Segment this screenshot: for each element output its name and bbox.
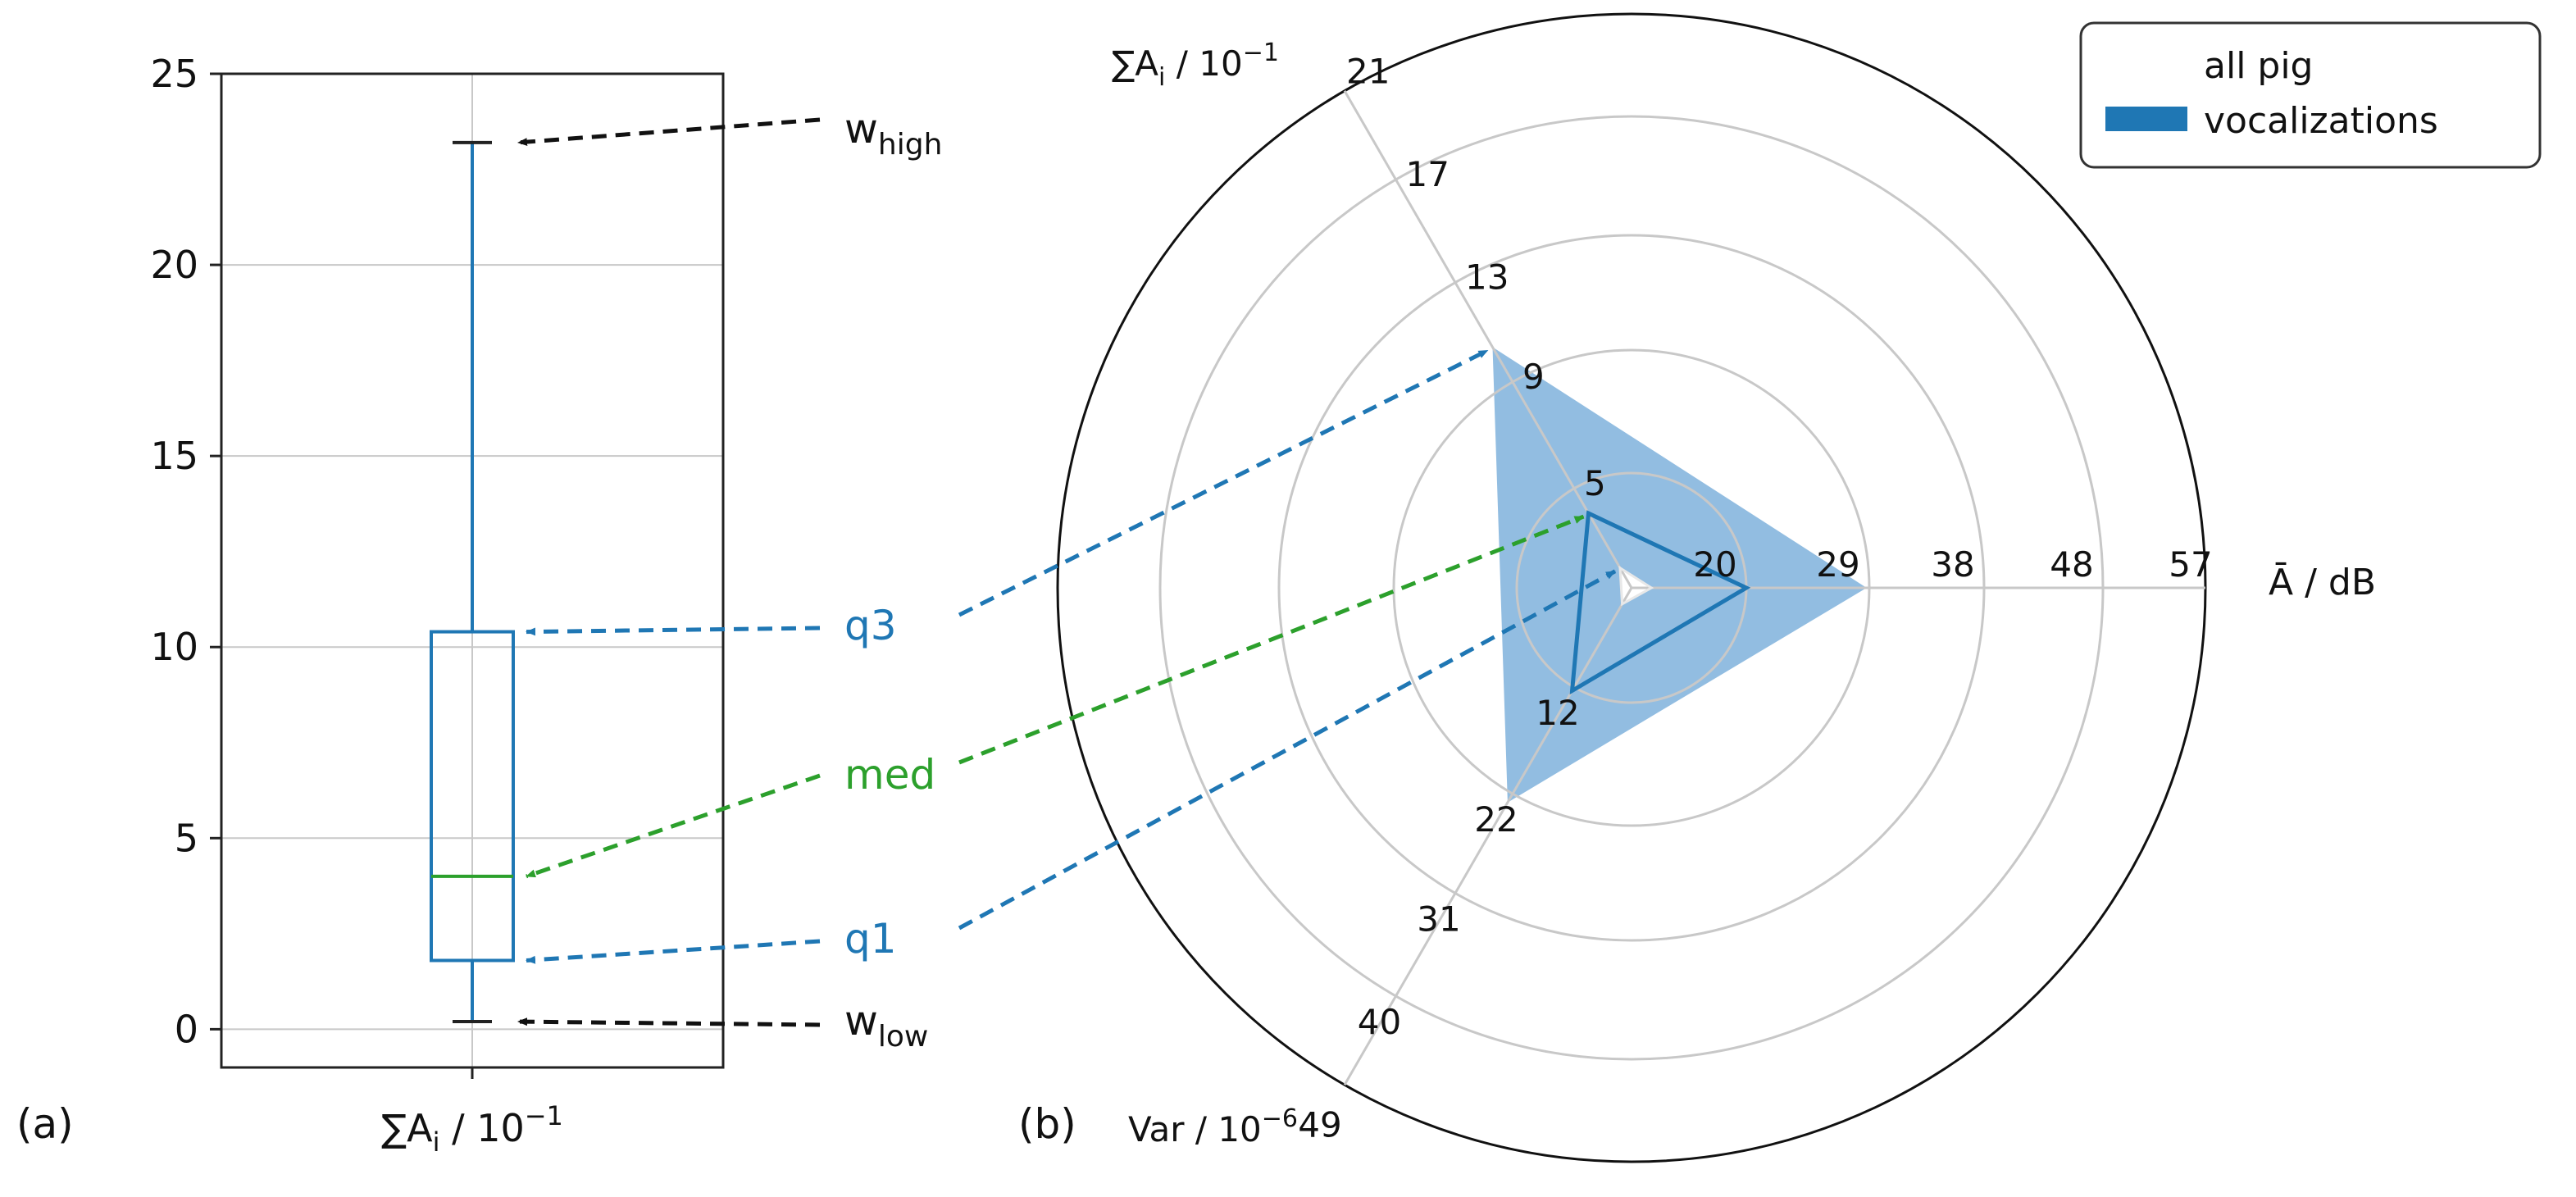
radar-tick-label-var: 22 xyxy=(1474,799,1518,840)
annotation-arrow-w_low xyxy=(517,1017,821,1027)
annotation-arrow-w_high xyxy=(517,117,821,147)
radar-median-line xyxy=(1569,510,1751,695)
legend-label-line2: vocalizations xyxy=(2204,100,2438,142)
legend-label-line1: all pig xyxy=(2204,45,2313,87)
panel-label-a: (a) xyxy=(16,1100,74,1148)
radar-legend: all pig vocalizations xyxy=(2079,21,2542,169)
y-tick-label: 20 xyxy=(150,243,198,287)
q1-polygon xyxy=(1618,565,1654,607)
y-tick-label: 10 xyxy=(150,625,198,669)
radar-tick-label-a_db: 20 xyxy=(1693,544,1736,585)
radar-spoke-sum_a xyxy=(1343,90,1633,589)
radar-tick-label-var: 12 xyxy=(1536,693,1579,733)
legend-frame xyxy=(2079,21,2542,169)
box-plot-marks xyxy=(430,140,515,1024)
radar-axis-label-var: Var / 10−6 xyxy=(1128,1104,1298,1149)
box-plot-annotations: whigh q3 med q1 wlow xyxy=(517,105,942,1054)
y-tick-label: 0 xyxy=(175,1007,198,1051)
median-polygon xyxy=(1569,510,1751,695)
iqr-band xyxy=(1492,347,1867,803)
annotation-arrow-q1 xyxy=(526,939,821,964)
radar-tick-label-a_db: 29 xyxy=(1816,544,1859,585)
radar-tick-label-a_db: 38 xyxy=(1931,544,1974,585)
radar-tick-label-var: 40 xyxy=(1358,1002,1401,1042)
radar-tick-labels: 5 9 13 17 21 20 29 38 48 57 12 22 31 40 49 xyxy=(1298,51,2212,1145)
annotation-arrow-med xyxy=(526,773,821,879)
radar-tick-label-sum_a: 9 xyxy=(1522,357,1545,397)
radar-tick-label-a_db: 57 xyxy=(2169,544,2212,585)
radar-iqr-band xyxy=(1492,347,1867,803)
cross-panel-arrows xyxy=(958,348,1617,931)
y-tick-label: 5 xyxy=(175,816,198,860)
cross-arrow-median xyxy=(958,514,1585,765)
radar-grid xyxy=(1056,12,2207,1163)
annotation-label-q3: q3 xyxy=(844,602,897,649)
radar-tick-label-a_db: 48 xyxy=(2050,544,2093,585)
y-tick-label: 15 xyxy=(150,434,198,478)
legend-swatch xyxy=(2105,107,2187,131)
cross-arrow-q1 xyxy=(958,569,1617,931)
annotation-label-q1: q1 xyxy=(844,915,897,963)
cross-arrow-q3 xyxy=(958,348,1489,617)
radar-tick-label-var: 31 xyxy=(1417,899,1460,939)
panel-label-b: (b) xyxy=(1018,1100,1076,1148)
radar-tick-label-sum_a: 13 xyxy=(1465,257,1509,298)
radar-axis-label-sum-a: ∑Ai / 10−1 xyxy=(1112,39,1279,92)
box-plot-x-label: ∑Ai / 10−1 xyxy=(381,1100,563,1158)
radar-spoke-var xyxy=(1343,587,1633,1085)
box-plot-panel: 0 5 10 15 20 25 ∑Ai / 10−1 (a) whigh q3 med q1 wl… xyxy=(16,52,942,1158)
radar-tick-label-sum_a: 5 xyxy=(1584,463,1606,503)
y-tick-label: 25 xyxy=(150,52,198,96)
annotation-label-w_high: whigh xyxy=(844,105,942,162)
radar-tick-label-sum_a: 21 xyxy=(1346,51,1390,91)
iqr-box xyxy=(430,630,515,963)
box-plot-y-ticks: 0 5 10 15 20 25 xyxy=(150,52,474,1079)
radar-tick-label-sum_a: 17 xyxy=(1406,154,1450,194)
radar-axis-label-a-db: Ā / dB xyxy=(2269,561,2376,603)
radar-tick-label-var: 49 xyxy=(1298,1105,1341,1145)
annotation-label-w_low: wlow xyxy=(844,997,928,1054)
annotation-label-med: med xyxy=(844,751,935,799)
annotation-arrow-q3 xyxy=(526,626,821,636)
